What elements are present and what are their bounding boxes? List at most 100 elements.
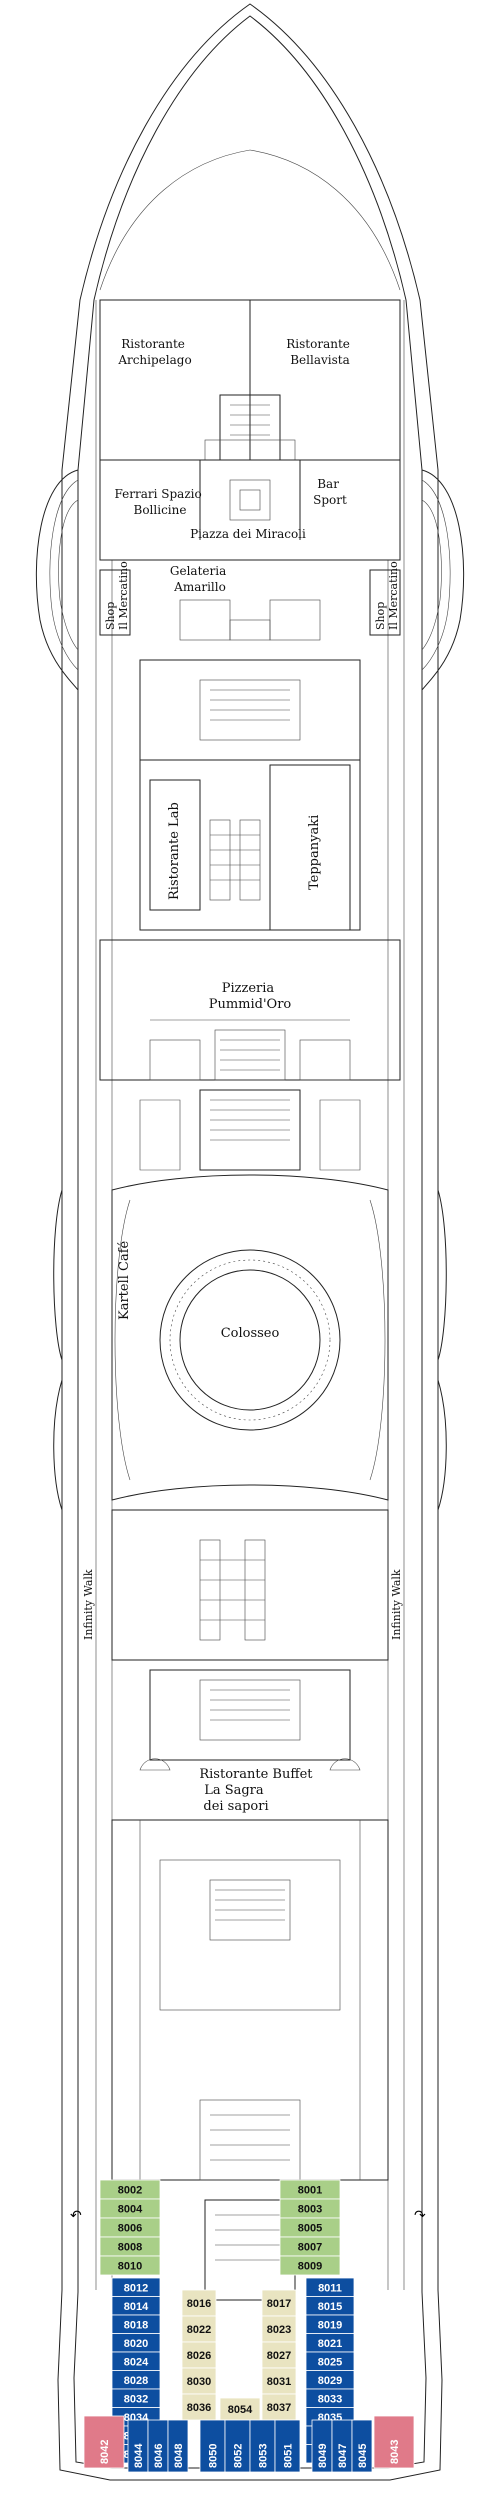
cabin-8007[interactable]: 8007 (279, 2236, 341, 2257)
cabin-8002[interactable]: 8002 (99, 2179, 161, 2200)
cabin-number: 8002 (118, 2185, 142, 2197)
cabin-8009[interactable]: 8009 (279, 2255, 341, 2276)
cabin-8001[interactable]: 8001 (279, 2179, 341, 2200)
cabin-8049[interactable]: 8049 (311, 2419, 333, 2473)
cabin-8044[interactable]: 8044 (127, 2419, 149, 2473)
cabin-8017[interactable]: 8017 (261, 2289, 297, 2317)
cabin-8023[interactable]: 8023 (261, 2315, 297, 2343)
label-colosseo: Colosseo (221, 1326, 280, 1341)
cabin-8029[interactable]: 8029 (305, 2370, 355, 2390)
cabin-8048[interactable]: 8048 (167, 2419, 189, 2473)
cabin-number: 8036 (187, 2402, 211, 2414)
cabin-box[interactable] (274, 2419, 301, 2473)
side-sponson-right-mid (437, 1189, 447, 1511)
cabin-8010[interactable]: 8010 (99, 2255, 161, 2276)
label-infinity-right: Infinity Walk (390, 1569, 403, 1640)
cabin-box[interactable] (279, 2255, 341, 2276)
cabin-8014[interactable]: 8014 (111, 2296, 161, 2316)
bow-restaurant-block (99, 299, 401, 641)
cabin-8025[interactable]: 8025 (305, 2351, 355, 2371)
cabin-8003[interactable]: 8003 (279, 2198, 341, 2219)
cabin-8012[interactable]: 8012 (111, 2277, 161, 2297)
cabin-box[interactable] (373, 2415, 415, 2469)
cabin-box[interactable] (199, 2419, 226, 2473)
cabin-8053[interactable]: 8053 (249, 2419, 276, 2473)
cabin-8022[interactable]: 8022 (181, 2315, 217, 2343)
cabin-8030[interactable]: 8030 (181, 2367, 217, 2395)
cabin-number: 8031 (267, 2376, 291, 2388)
cabin-box[interactable] (261, 2367, 297, 2395)
cabin-number: 8044 (133, 2443, 145, 2468)
cabin-box[interactable] (181, 2289, 217, 2317)
cabin-8019[interactable]: 8019 (305, 2314, 355, 2334)
cabin-number: 8028 (124, 2375, 148, 2387)
cabin-box[interactable] (181, 2393, 217, 2421)
cabin-8054[interactable]: 8054 (219, 2397, 261, 2421)
cabin-8021[interactable]: 8021 (305, 2333, 355, 2353)
cabin-number: 8043 (389, 2440, 401, 2464)
cabin-8043[interactable]: 8043 (373, 2415, 415, 2469)
label-bar-sport: Bar Sport (313, 477, 347, 507)
cabin-8052[interactable]: 8052 (224, 2419, 251, 2473)
cabin-number: 8029 (318, 2375, 342, 2387)
cabin-8033[interactable]: 8033 (305, 2388, 355, 2408)
cabin-8016[interactable]: 8016 (181, 2289, 217, 2317)
cabin-number: 8021 (318, 2338, 342, 2350)
label-teppanyaki: Teppanyaki (307, 815, 322, 890)
cabin-number: 8053 (258, 2444, 270, 2468)
cabin-8027[interactable]: 8027 (261, 2341, 297, 2369)
cabin-8042[interactable]: 8042 (83, 2415, 125, 2469)
cabin-8051[interactable]: 8051 (274, 2419, 301, 2473)
cabin-box[interactable] (261, 2289, 297, 2317)
cabin-8018[interactable]: 8018 (111, 2314, 161, 2334)
colosseo-atrium (111, 1174, 389, 1501)
cabin-box[interactable] (167, 2419, 189, 2473)
cabin-8008[interactable]: 8008 (99, 2236, 161, 2257)
cabin-box[interactable] (351, 2419, 373, 2473)
label-archipelago: Ristorante Archipelago (117, 337, 191, 367)
cabin-8028[interactable]: 8028 (111, 2370, 161, 2390)
cabin-box[interactable] (181, 2367, 217, 2395)
cabin-8050[interactable]: 8050 (199, 2419, 226, 2473)
label-bellavista: Ristorante Bellavista (286, 337, 353, 367)
cabin-number: 8008 (118, 2242, 142, 2254)
cabin-8037[interactable]: 8037 (261, 2393, 297, 2421)
cabin-8024[interactable]: 8024 (111, 2351, 161, 2371)
cabin-8011[interactable]: 8011 (305, 2277, 355, 2297)
side-sponson-left-mid (53, 1189, 63, 1511)
cabin-8026[interactable]: 8026 (181, 2341, 217, 2369)
cabin-box[interactable] (249, 2419, 276, 2473)
cabin-box[interactable] (181, 2315, 217, 2343)
cabin-8045[interactable]: 8045 (351, 2419, 373, 2473)
cabin-8006[interactable]: 8006 (99, 2217, 161, 2238)
cabin-8046[interactable]: 8046 (147, 2419, 169, 2473)
cabin-8032[interactable]: 8032 (111, 2388, 161, 2408)
cabin-number: 8042 (99, 2440, 111, 2464)
cabin-8031[interactable]: 8031 (261, 2367, 297, 2395)
cabin-number: 8022 (187, 2324, 211, 2336)
cabin-box[interactable] (83, 2415, 125, 2469)
cabin-8015[interactable]: 8015 (305, 2296, 355, 2316)
cabin-8036[interactable]: 8036 (181, 2393, 217, 2421)
cabin-8020[interactable]: 8020 (111, 2333, 161, 2353)
cabin-box[interactable] (261, 2315, 297, 2343)
label-shop-left: Shop Il Mercatino (104, 561, 130, 630)
cabin-number: 8010 (118, 2261, 142, 2273)
arrow-left-icon: ↶ (70, 2208, 82, 2224)
cabin-box[interactable] (99, 2255, 161, 2276)
cabin-number: 8048 (173, 2444, 185, 2468)
cabin-number: 8047 (337, 2444, 349, 2468)
cabin-8004[interactable]: 8004 (99, 2198, 161, 2219)
label-gelateria: Gelateria Amarillo (170, 564, 230, 594)
cabin-number: 8032 (124, 2393, 148, 2405)
cabin-8005[interactable]: 8005 (279, 2217, 341, 2238)
cabin-number: 8046 (153, 2444, 165, 2468)
label-lab: Ristorante Lab (167, 802, 182, 900)
cabin-box[interactable] (181, 2341, 217, 2369)
cabin-box[interactable] (261, 2393, 297, 2421)
stair-block-forward (139, 1089, 361, 1171)
cabin-8047[interactable]: 8047 (331, 2419, 353, 2473)
cabin-number: 8017 (267, 2298, 291, 2310)
shop-right-box (369, 569, 401, 636)
